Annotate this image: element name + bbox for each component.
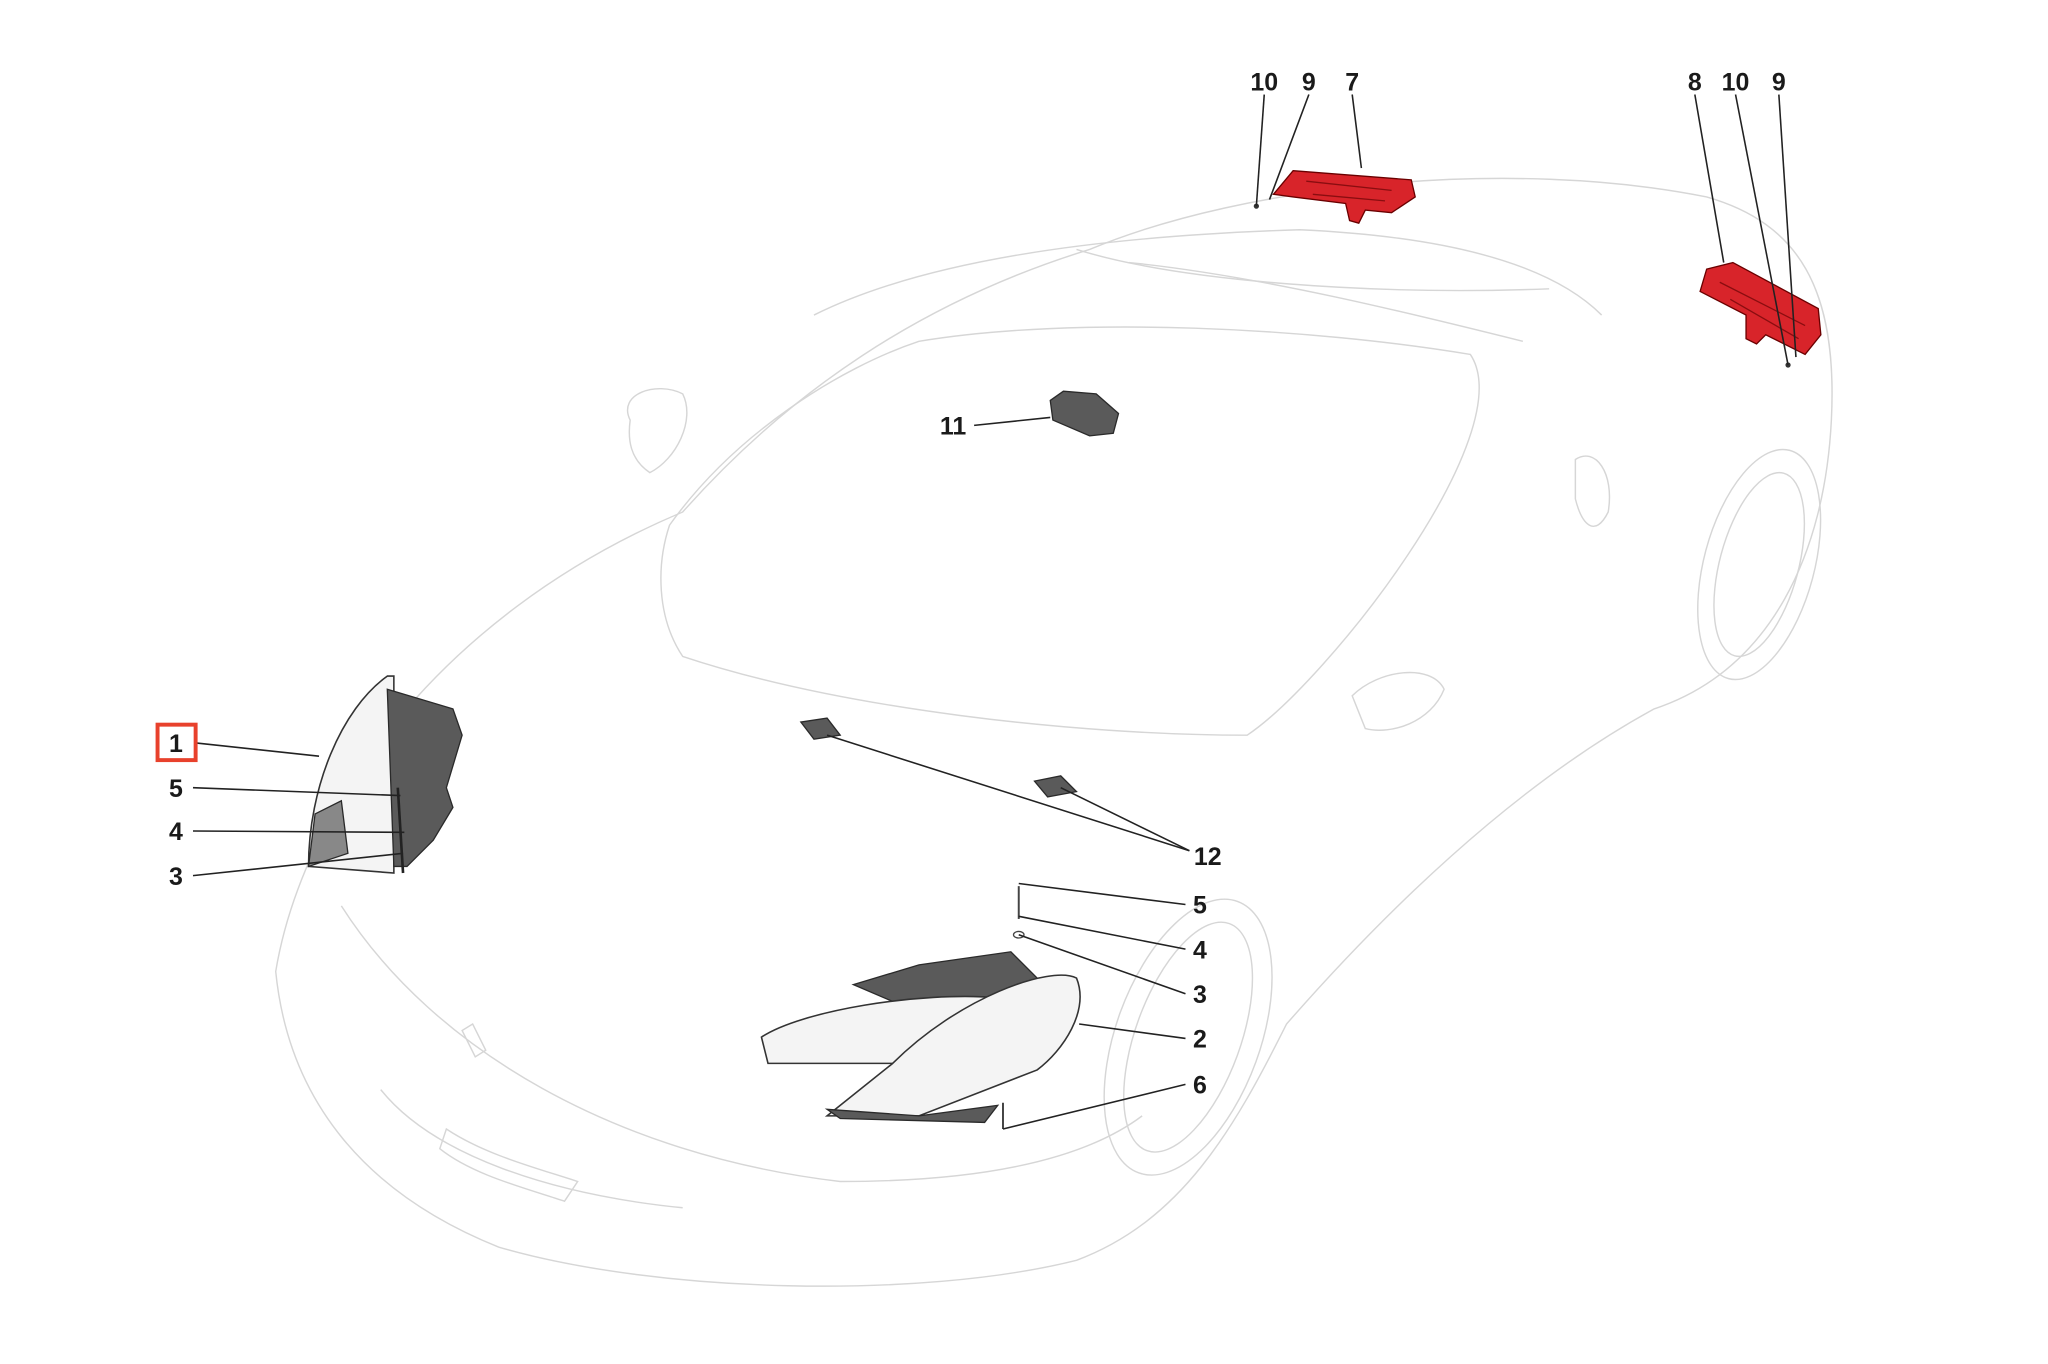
car-outline — [274, 177, 1833, 1287]
label-10-rear-right[interactable]: 10 — [1722, 69, 1750, 97]
sensor-12-right[interactable] — [1033, 775, 1078, 798]
leader-lines — [192, 94, 1797, 1130]
left-headlight[interactable] — [307, 675, 463, 874]
label-12[interactable]: 12 — [1194, 843, 1222, 871]
label-8[interactable]: 8 — [1688, 69, 1702, 97]
label-4-left[interactable]: 4 — [169, 818, 183, 846]
label-9-rear-left[interactable]: 9 — [1302, 69, 1316, 97]
right-headlight[interactable] — [760, 886, 1081, 1130]
rear-lamp-8[interactable] — [1699, 261, 1822, 368]
roof-lamp-11[interactable] — [1049, 390, 1120, 437]
label-5-right[interactable]: 5 — [1193, 892, 1207, 920]
label-3-right[interactable]: 3 — [1193, 981, 1207, 1009]
label-11[interactable]: 11 — [940, 413, 966, 441]
label-1[interactable]: 1 — [169, 730, 183, 758]
selected-part-highlight — [155, 722, 198, 763]
label-7[interactable]: 7 — [1345, 69, 1359, 97]
label-4-right[interactable]: 4 — [1193, 936, 1207, 964]
label-9-rear-right[interactable]: 9 — [1772, 69, 1786, 97]
label-6[interactable]: 6 — [1193, 1072, 1207, 1100]
label-10-rear-left[interactable]: 10 — [1250, 69, 1278, 97]
label-5-left[interactable]: 5 — [169, 775, 183, 803]
sensor-12-left[interactable] — [799, 717, 842, 740]
label-3-left[interactable]: 3 — [169, 863, 183, 891]
label-2[interactable]: 2 — [1193, 1026, 1207, 1054]
